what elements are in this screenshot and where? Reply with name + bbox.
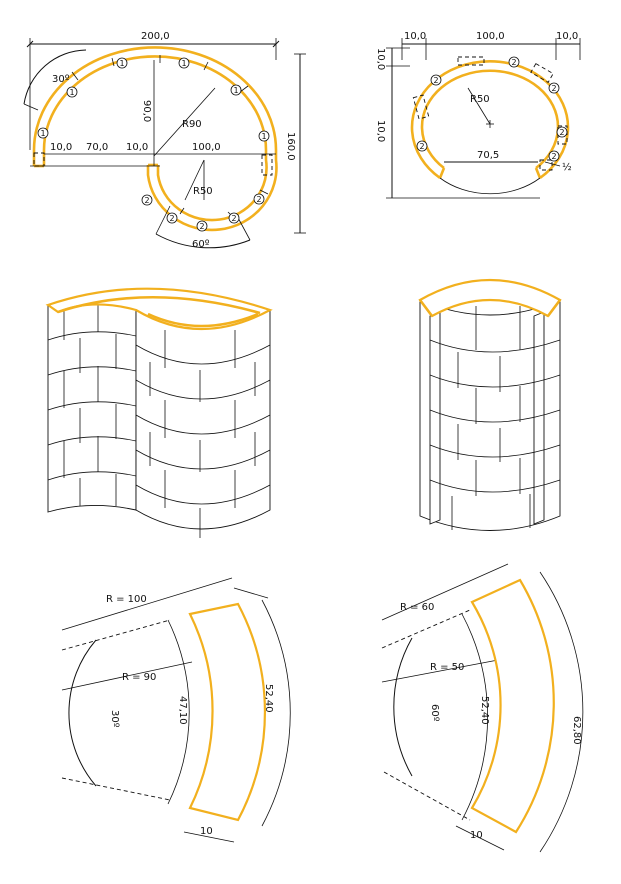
svg-text:2: 2 [552,152,557,161]
horseshoe-outer [410,60,570,180]
overall-height-label: 160,0 [285,132,296,161]
outer-arc-a: 52,40 [263,684,274,713]
svg-text:2: 2 [145,196,150,205]
angle-a: 30º [109,710,120,728]
outer-radius-b: R = 60 [400,602,434,613]
top-vertical-label: 10,0 [375,48,386,70]
angle-top-label: 30º [52,74,70,85]
inner-arc-b: 52,40 [479,696,490,725]
wall-outer [32,46,278,232]
middle-label: 100,0 [476,31,505,42]
thickness-a: 10 [200,826,213,837]
svg-text:2: 2 [552,84,557,93]
wall-inner [42,55,268,222]
svg-text:2: 2 [170,214,175,223]
block-a [188,602,267,822]
svg-text:1: 1 [70,88,75,97]
radius-inner-label: R50 [193,186,213,197]
svg-text:2: 2 [232,214,237,223]
top-course [45,287,273,330]
left-end-label: 10,0 [404,31,426,42]
thickness-b: 10 [470,830,483,841]
inner-radius-b: R = 50 [430,662,464,673]
svg-text:1: 1 [120,59,125,68]
marker-2-group: 2 2 2 2 2 [141,193,265,232]
angle-b: 60º [429,704,440,722]
inner-arc-a: 47,10 [177,696,188,725]
angle-arc-top [23,49,87,105]
isometric-spiral [45,287,273,538]
seg-1-label: 10,0 [50,142,72,153]
angle-arc-bottom [155,233,251,249]
svg-text:2: 2 [200,222,205,231]
angle-bottom-label: 60º [192,239,210,250]
outer-radius-a: R = 100 [106,594,147,605]
svg-text:1: 1 [262,132,267,141]
side-vertical-label: 10,0 [375,120,386,142]
plan-b-markers: 2 2 2 2 2 2 [416,56,568,162]
detail-a: R = 100 R = 90 30º 47,10 52,40 10 [61,577,291,843]
plan-b: 10,0 100,0 10,0 10,0 10,0 70,5 ½ R50 2 2 [375,31,581,199]
plan-a: 200,0 160,0 [23,31,306,250]
isometric-horseshoe [418,279,562,531]
half-label: ½ [562,161,572,173]
seg-4-label: 100,0 [192,142,221,153]
inner-radius-a: R = 90 [122,672,156,683]
svg-text:2: 2 [420,142,425,151]
outer-arc-b: 62,80 [571,716,582,745]
angle-arc-b [393,637,413,777]
svg-text:2: 2 [434,76,439,85]
svg-text:1: 1 [182,59,187,68]
marker-1-group: 1 1 1 1 1 1 [37,57,270,142]
radius-label: R50 [470,94,490,105]
svg-text:2: 2 [257,195,262,204]
detail-b: R = 60 R = 50 60º 52,40 62,80 10 [381,563,584,853]
horseshoe-top-course [418,279,562,318]
svg-text:2: 2 [512,58,517,67]
svg-text:2: 2 [560,128,565,137]
seg-3-label: 10,0 [126,142,148,153]
radius-outer-label: R90 [182,119,202,130]
svg-text:1: 1 [234,86,239,95]
block-b [470,578,555,834]
svg-text:1: 1 [41,129,46,138]
right-end-label: 10,0 [556,31,578,42]
depth-label: 90,0 [141,100,152,122]
angle-arc-a [68,639,97,787]
seg-2-label: 70,0 [86,142,108,153]
opening-label: 70,5 [477,150,499,161]
overall-width-label: 200,0 [141,31,170,42]
